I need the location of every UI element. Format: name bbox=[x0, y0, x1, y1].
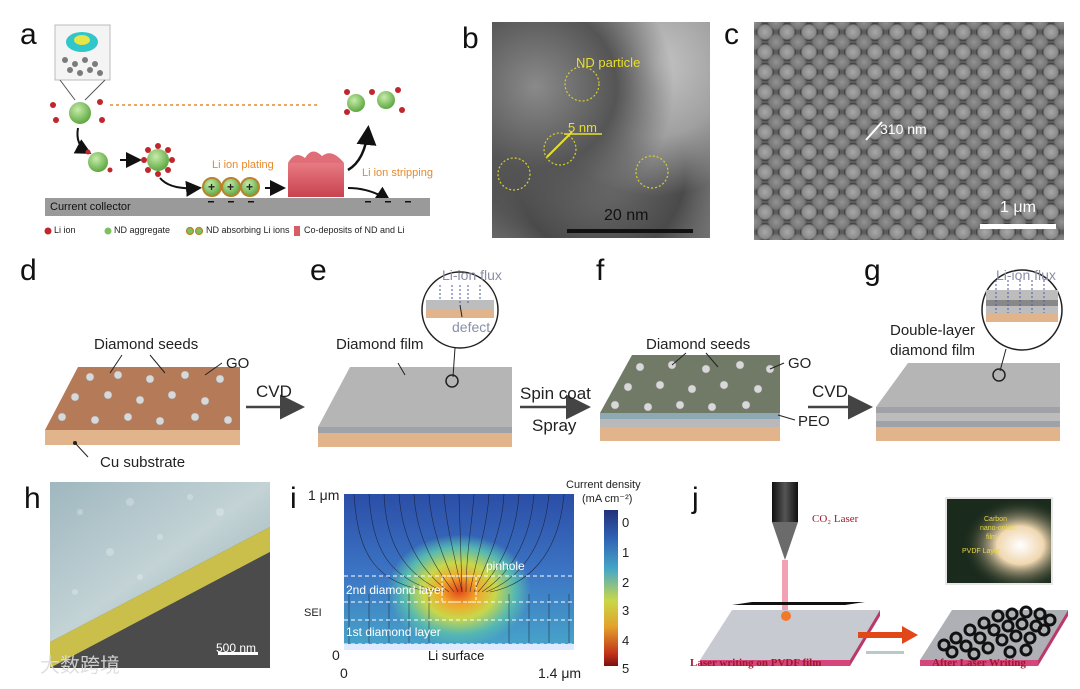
g-film-label-line1: Double-layer bbox=[890, 323, 975, 338]
j-right-caption: After Laser Writing bbox=[932, 658, 1026, 669]
g-flux-label: Li-ion flux bbox=[996, 268, 1056, 282]
i-layer2-label: 2nd diamond layer bbox=[346, 584, 445, 596]
colorbar-tick: 4 bbox=[622, 634, 629, 647]
colorbar-title: Current density bbox=[566, 480, 641, 491]
i-x-right-label: 1.4 μm bbox=[538, 666, 581, 680]
i-y-bottom-label: 0 bbox=[332, 648, 340, 662]
process-schematic bbox=[0, 255, 1080, 475]
i-layer1-label: 1st diamond layer bbox=[346, 626, 441, 638]
laser-writing-schematic bbox=[690, 480, 1070, 680]
panel-label-b: b bbox=[462, 24, 479, 54]
e-film-label: Diamond film bbox=[336, 337, 424, 352]
svg-text:+: + bbox=[208, 180, 215, 194]
a-li-plating-label: Li ion plating bbox=[212, 160, 274, 171]
g-film-label-line2: diamond film bbox=[890, 343, 975, 358]
j-inset-text3: film bbox=[986, 534, 997, 541]
j-laser-label: CO₂ Laser bbox=[812, 514, 858, 525]
arrow-cvd2-label: CVD bbox=[812, 383, 848, 400]
f-go-label: GO bbox=[788, 356, 811, 371]
i-sei-label: SEI bbox=[304, 608, 322, 619]
watermark-text: 大数跨境 bbox=[40, 656, 120, 676]
a-legend-li-ion: Li ion bbox=[54, 226, 76, 235]
c-size-label: 310 nm bbox=[880, 122, 927, 136]
e-flux-label: Li-ion flux bbox=[442, 268, 502, 282]
arrow-cvd-label: CVD bbox=[256, 383, 292, 400]
i-pinhole-label: pinhole bbox=[486, 560, 525, 572]
panel-label-c: c bbox=[724, 20, 739, 50]
panel-label-i: i bbox=[290, 484, 297, 514]
b-scalebar-label: 20 nm bbox=[604, 208, 648, 224]
a-legend-nd-absorbing: ND absorbing Li ions bbox=[206, 226, 290, 235]
i-li-surface-label: Li surface bbox=[428, 649, 484, 662]
f-peo-label: PEO bbox=[798, 414, 830, 429]
j-inset-text1: Carbon bbox=[984, 516, 1007, 523]
a-legend-codeposits: Co-deposits of ND and Li bbox=[304, 226, 405, 235]
a-current-collector-label: Current collector bbox=[50, 202, 131, 213]
d-substrate-label: Cu substrate bbox=[100, 455, 185, 470]
b-nd-particle-label: ND particle bbox=[576, 56, 640, 69]
d-seeds-label: Diamond seeds bbox=[94, 337, 198, 352]
panel-label-h: h bbox=[24, 484, 41, 514]
arrow-spin-label: Spin coat bbox=[520, 385, 591, 402]
e-defect-label: defect bbox=[452, 320, 490, 334]
colorbar-tick: 2 bbox=[622, 576, 629, 589]
i-y-top-label: 1 μm bbox=[308, 488, 339, 502]
svg-text:+: + bbox=[246, 180, 253, 194]
h-scalebar-label: 500 nm bbox=[216, 642, 256, 654]
j-inset-text2: nano-onion bbox=[980, 525, 1015, 532]
colorbar-tick: 3 bbox=[622, 604, 629, 617]
arrow-spray-label: Spray bbox=[532, 417, 576, 434]
b-5nm-label: 5 nm bbox=[568, 121, 597, 134]
colorbar bbox=[604, 510, 618, 666]
colorbar-tick: 5 bbox=[622, 662, 629, 675]
colorbar-tick: 0 bbox=[622, 516, 629, 529]
colorbar-unit: (mA cm⁻²) bbox=[582, 494, 632, 505]
j-inset-text4: PVDF Layer bbox=[962, 548, 1000, 555]
j-left-caption: Laser writing on PVDF film bbox=[690, 658, 821, 669]
svg-text:+: + bbox=[227, 180, 234, 194]
a-legend-nd-aggregate: ND aggregate bbox=[114, 226, 170, 235]
f-seeds-label: Diamond seeds bbox=[646, 337, 750, 352]
colorbar-tick: 1 bbox=[622, 546, 629, 559]
d-go-label: GO bbox=[226, 356, 249, 371]
i-x-left-label: 0 bbox=[340, 666, 348, 680]
c-scalebar-label: 1 μm bbox=[1000, 200, 1036, 216]
a-li-stripping-label: Li ion stripping bbox=[362, 168, 433, 179]
